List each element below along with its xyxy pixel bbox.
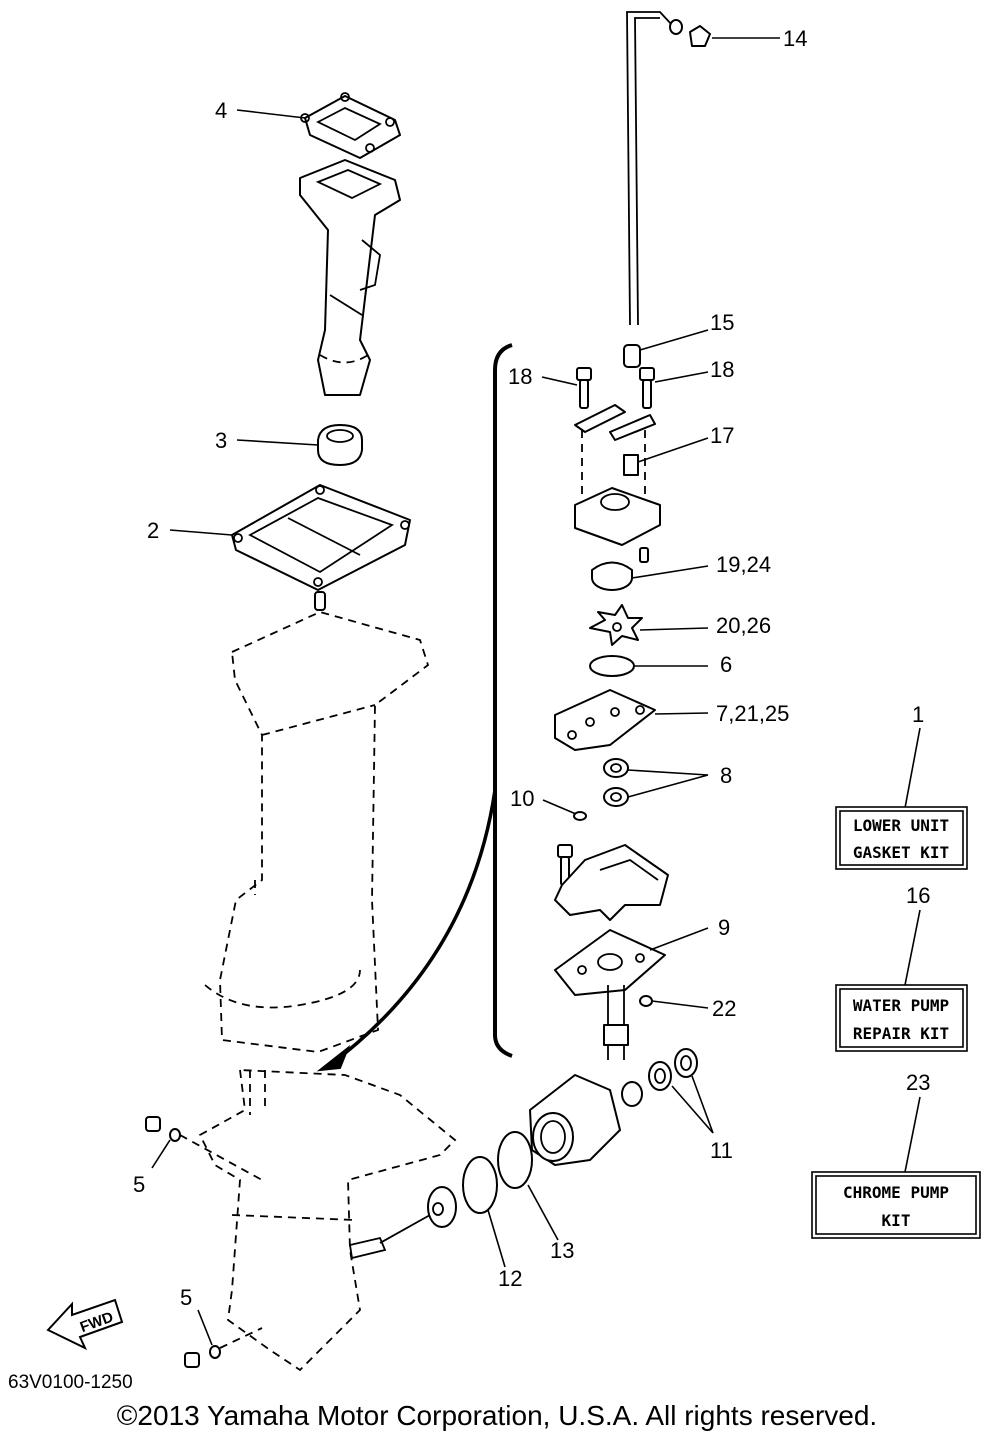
callout-4: 4 bbox=[215, 98, 227, 123]
grommet-part-15 bbox=[623, 344, 641, 368]
o-ring-part-6 bbox=[589, 655, 635, 677]
callout-1: 1 bbox=[912, 702, 924, 727]
diagram-code: 63V0100-1250 bbox=[8, 1372, 133, 1393]
callout-6: 6 bbox=[720, 652, 732, 677]
callout-9: 9 bbox=[718, 915, 730, 940]
drive-shaft bbox=[603, 985, 629, 1060]
callout-11: 11 bbox=[710, 1138, 733, 1163]
kit-bracket bbox=[493, 343, 513, 1058]
bolt-part-18-right bbox=[639, 367, 655, 409]
assembly-arrow bbox=[316, 789, 497, 1072]
callout-10: 10 bbox=[510, 786, 534, 811]
oil-seal-part-8-upper bbox=[603, 758, 629, 778]
insert-part-19 bbox=[591, 561, 633, 591]
plug-part-22 bbox=[639, 995, 653, 1007]
callout-20-26: 20,26 bbox=[716, 613, 771, 638]
kit-water-pump-line1: WATER PUMP bbox=[853, 996, 949, 1015]
drain-screw-upper-part-5 bbox=[145, 1116, 263, 1181]
callout-5-lower: 5 bbox=[180, 1285, 192, 1310]
drain-screw-lower-part-5 bbox=[184, 1327, 263, 1368]
bolt-part-18-left bbox=[576, 367, 592, 409]
leader-lines bbox=[151, 37, 921, 1346]
callout-3: 3 bbox=[215, 428, 227, 453]
callout-7-21-25: 7,21,25 bbox=[716, 701, 789, 726]
o-ring-part-13 bbox=[497, 1131, 533, 1189]
plate-part bbox=[574, 404, 656, 441]
bolt bbox=[557, 844, 573, 886]
callout-15: 15 bbox=[710, 310, 734, 335]
gasket-part-9 bbox=[554, 929, 666, 996]
insert-cartridge-part-17 bbox=[623, 454, 639, 476]
pin bbox=[639, 547, 649, 563]
callout-23: 23 bbox=[906, 1070, 930, 1095]
kit-box-water-pump-repair: WATER PUMP REPAIR KIT bbox=[835, 984, 968, 1052]
copyright-notice: ©2013 Yamaha Motor Corporation, U.S.A. A… bbox=[117, 1400, 877, 1431]
bearing bbox=[427, 1186, 457, 1228]
callout-5-upper: 5 bbox=[133, 1172, 145, 1197]
callout-8: 8 bbox=[720, 763, 732, 788]
kit-box-chrome-pump: CHROME PUMP KIT bbox=[811, 1171, 981, 1239]
o-ring-part-10 bbox=[573, 811, 587, 821]
kit-chrome-pump-line2: KIT bbox=[882, 1211, 911, 1230]
exhaust-gasket-part-4 bbox=[300, 92, 401, 159]
outer-plate-part-7 bbox=[554, 689, 656, 751]
upper-gasket-part-2 bbox=[231, 484, 411, 591]
upper-casing bbox=[204, 611, 430, 1053]
oil-seal-part-11-b bbox=[674, 1048, 698, 1078]
kit-lower-unit-line2: GASKET KIT bbox=[853, 843, 949, 862]
water-pump-base bbox=[554, 844, 669, 921]
callout-16: 16 bbox=[906, 883, 930, 908]
kit-chrome-pump-line1: CHROME PUMP bbox=[843, 1183, 949, 1202]
callout-12: 12 bbox=[498, 1266, 522, 1291]
kit-water-pump-line2: REPAIR KIT bbox=[853, 1024, 949, 1043]
callout-22: 22 bbox=[712, 996, 736, 1021]
kit-lower-unit-line1: LOWER UNIT bbox=[853, 816, 949, 835]
callout-19-24: 19,24 bbox=[716, 552, 771, 577]
callout-13: 13 bbox=[550, 1238, 574, 1263]
kit-box-lower-unit-gasket: LOWER UNIT GASKET KIT bbox=[835, 806, 968, 870]
impeller-part-20 bbox=[589, 604, 643, 646]
callout-18-left: 18 bbox=[508, 364, 532, 389]
callout-14: 14 bbox=[783, 26, 807, 51]
forward-direction-icon: FWD bbox=[46, 1298, 124, 1351]
o-ring-part-12 bbox=[462, 1156, 498, 1214]
oil-seal-part-11-a bbox=[648, 1061, 672, 1091]
propeller-shaft-housing bbox=[529, 1074, 621, 1166]
bushing bbox=[621, 1081, 643, 1107]
callout-18-right: 18 bbox=[710, 357, 734, 382]
damper-part-3 bbox=[317, 424, 363, 466]
pump-housing bbox=[574, 430, 661, 546]
lower-casing bbox=[198, 1069, 457, 1372]
dowel-pin bbox=[314, 591, 326, 611]
callout-2: 2 bbox=[147, 518, 159, 543]
callout-17: 17 bbox=[710, 423, 734, 448]
oil-seal-part-8-lower bbox=[603, 787, 629, 807]
exhaust-guide-part bbox=[299, 159, 401, 396]
water-tube-part-14 bbox=[626, 11, 711, 326]
